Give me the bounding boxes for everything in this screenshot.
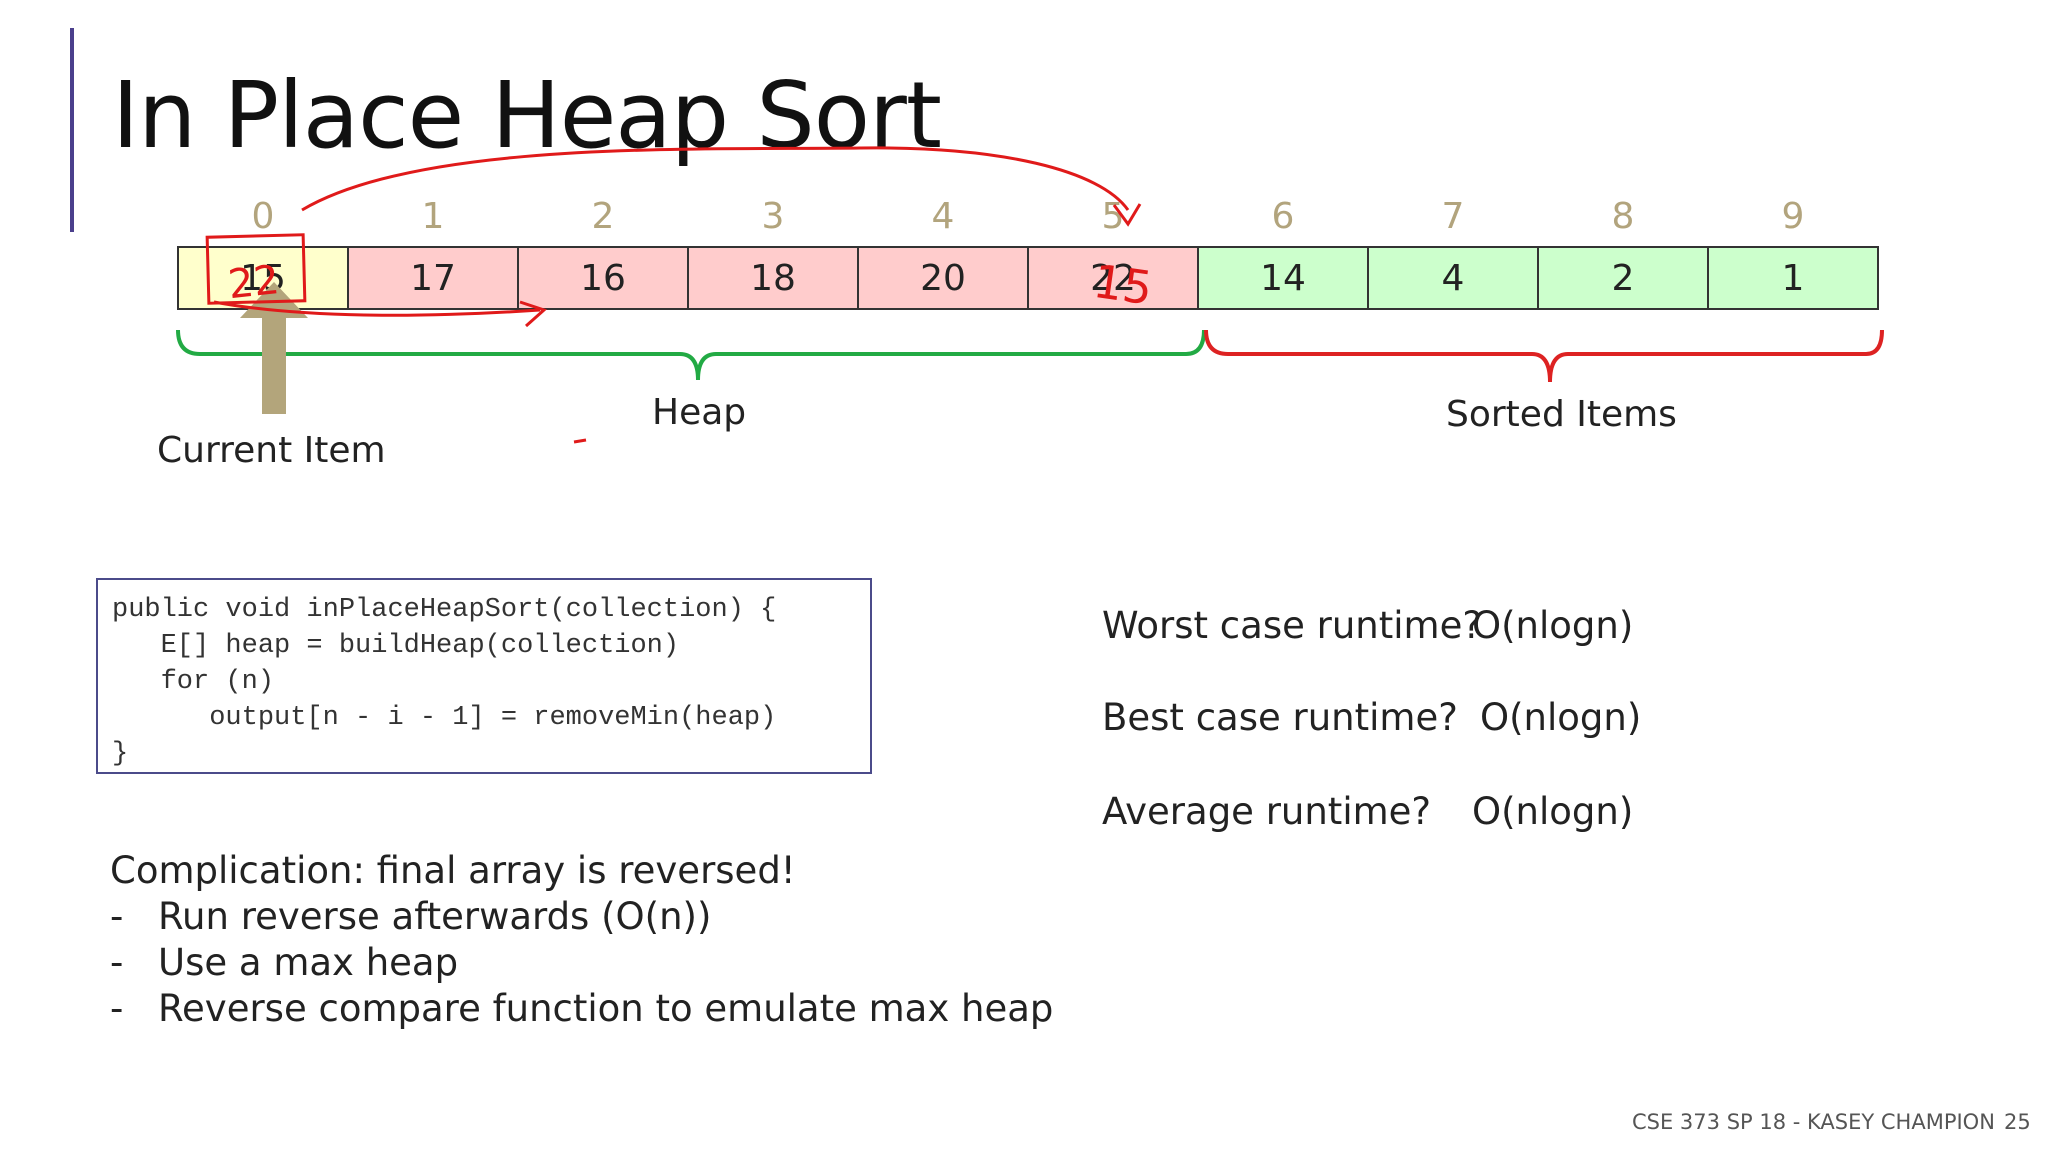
code-block: public void inPlaceHeapSort(collection) … (96, 578, 872, 774)
array-index-0: 0 (251, 196, 275, 237)
array-index-5: 5 (1101, 196, 1125, 237)
array-index-9: 9 (1781, 196, 1805, 237)
sorted-brace (1204, 329, 1884, 383)
sorted-items-label: Sorted Items (1446, 394, 1677, 435)
code-line: public void inPlaceHeapSort(collection) … (112, 595, 777, 625)
best-case-answer: O(nlogn) (1480, 696, 1642, 739)
array-cell-8: 2 (1539, 248, 1709, 308)
footer-course: CSE 373 SP 18 - KASEY CHAMPION (1632, 1110, 1995, 1134)
array-index-4: 4 (931, 196, 955, 237)
page-number: 25 (2004, 1110, 2031, 1134)
hand-box-cell-0 (205, 233, 307, 305)
average-question: Average runtime? (1102, 790, 1432, 833)
list-item: -Reverse compare function to emulate max… (110, 987, 1054, 1030)
hand-number-22: 22 (226, 257, 281, 308)
code-line: for (n) (112, 667, 275, 697)
bullet-text: Reverse compare function to emulate max … (158, 987, 1054, 1030)
code-line: output[n - i - 1] = removeMin(heap) (112, 703, 777, 733)
array-index-1: 1 (421, 196, 445, 237)
array-cell-1: 17 (349, 248, 519, 308)
list-item: -Use a max heap (110, 941, 459, 984)
worst-case-answer: O(nlogn) (1472, 604, 1634, 647)
array-index-7: 7 (1441, 196, 1465, 237)
array-cell-5: 22 (1029, 248, 1199, 308)
array-index-2: 2 (591, 196, 615, 237)
array-cell-9: 1 (1709, 248, 1877, 308)
array-cell-2: 16 (519, 248, 689, 308)
notes-heading: Complication: final array is reversed! (110, 849, 796, 892)
array-cell-3: 18 (689, 248, 859, 308)
code-line: E[] heap = buildHeap(collection) (112, 631, 680, 661)
complication-notes: Complication: final array is reversed! -… (110, 848, 1053, 1032)
average-answer: O(nlogn) (1472, 790, 1634, 833)
bullet-text: Run reverse afterwards (O(n)) (158, 895, 712, 938)
slide-title: In Place Heap Sort (112, 62, 942, 169)
accent-bar (70, 28, 74, 232)
heap-label: Heap (652, 392, 747, 433)
worst-case-question: Worst case runtime? (1102, 604, 1482, 647)
array-index-8: 8 (1611, 196, 1635, 237)
hand-number-15: 15 (1090, 254, 1155, 316)
code-line: } (112, 739, 129, 769)
sink-arrow (213, 300, 541, 317)
current-item-label: Current Item (157, 430, 386, 471)
stray-mark (573, 438, 587, 444)
array-index-3: 3 (761, 196, 785, 237)
heap-brace (176, 329, 1206, 381)
swap-arc (301, 146, 1130, 212)
array-cell-4: 20 (859, 248, 1029, 308)
list-item: -Run reverse afterwards (O(n)) (110, 895, 712, 938)
array-index-6: 6 (1271, 196, 1295, 237)
array-cell-6: 14 (1199, 248, 1369, 308)
array-cell-7: 4 (1369, 248, 1539, 308)
bullet-text: Use a max heap (158, 941, 459, 984)
best-case-question: Best case runtime? (1102, 696, 1458, 739)
